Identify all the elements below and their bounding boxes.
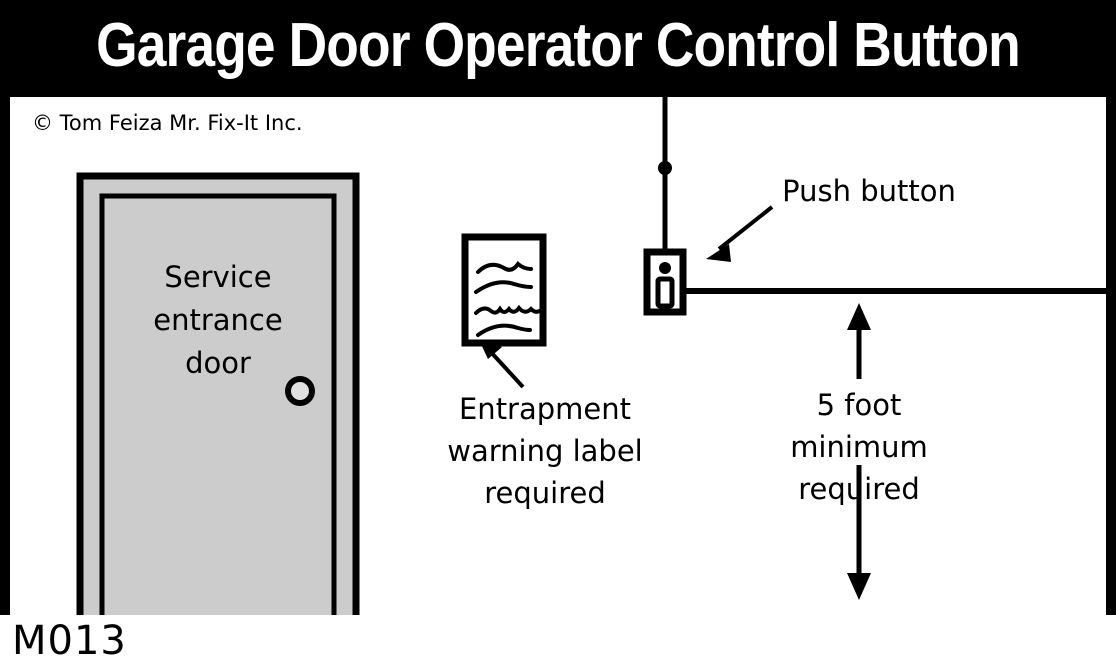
dimension-caption-line-2: minimum [790, 430, 928, 464]
bottom-strip [0, 615, 1116, 666]
warning-caption-line-2: warning label [447, 434, 642, 468]
title-bar: Garage Door Operator Control Button [0, 0, 1116, 97]
dimension-caption-line-3: required [798, 472, 920, 506]
entrapment-warning-label-sign [461, 233, 547, 347]
dimension-lower-arrowhead [847, 573, 871, 600]
push-button-caption: Push button [782, 174, 956, 208]
page-title: Garage Door Operator Control Button [96, 11, 1021, 80]
push-button-device [643, 248, 687, 316]
push-button-callout: Push button [706, 174, 956, 262]
copyright-notice: © Tom Feiza Mr. Fix-It Inc. [32, 111, 303, 135]
dimension-upper-arrowhead [847, 303, 871, 330]
dimension-caption-line-1: 5 foot [817, 388, 902, 422]
service-entrance-door: Service entrance door [76, 172, 360, 615]
push-button-arrowhead [706, 244, 731, 262]
door-knob [285, 376, 315, 406]
door-label-line-3: door [185, 346, 251, 380]
warning-caption-line-3: required [484, 476, 606, 510]
push-button-leader-line [717, 205, 774, 251]
warning-caption-line-1: Entrapment [459, 392, 631, 426]
drawing-panel: © Tom Feiza Mr. Fix-It Inc. Service entr… [10, 97, 1106, 615]
warning-label-leader-line [487, 348, 525, 389]
door-inner-panel [99, 193, 337, 615]
push-button-switch [655, 276, 675, 309]
push-button-indicator-dot [659, 262, 671, 274]
warning-label-arrowhead [479, 340, 502, 359]
diagram-canvas: Service entrance door Entrapment wa [76, 97, 1106, 615]
warning-label-callout: Entrapment warning label required [447, 340, 643, 510]
door-label-line-1: Service [164, 260, 271, 294]
warning-label-squiggles [474, 261, 543, 337]
door-label-line-2: entrance [153, 303, 282, 337]
five-foot-dimension: 5 foot minimum required [790, 303, 928, 600]
wire-junction-dot [658, 161, 672, 175]
ceiling-wire [658, 97, 672, 252]
figure-code-label: M013 [12, 618, 127, 664]
